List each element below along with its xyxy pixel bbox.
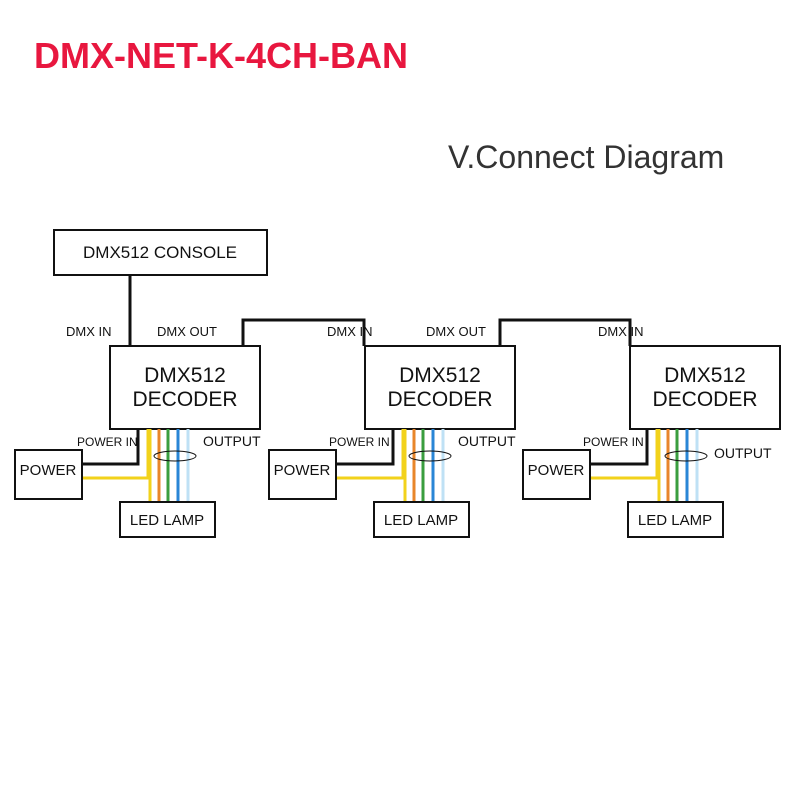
cable-bundle-mark [408, 450, 452, 462]
cable-bundle-mark [664, 450, 708, 462]
decoder-unit-2: DMX IN DMX OUT DMX512 DECODER POWER IN O… [268, 324, 516, 538]
power-wire-black [82, 429, 140, 466]
output-label: OUTPUT [458, 433, 516, 449]
cable-bundle-mark [153, 450, 197, 462]
power-label: POWER [20, 462, 77, 479]
decoder-name-line2: DECODER [132, 388, 237, 411]
decoder-box [364, 345, 516, 430]
decoder-name-line1: DMX512 [399, 364, 481, 387]
power-box [14, 449, 83, 500]
dmx-out-label: DMX OUT [426, 324, 486, 339]
dmx-out-label: DMX OUT [157, 324, 217, 339]
decoder-unit-1: DMX IN DMX OUT DMX512 DECODER POWER IN O… [14, 324, 261, 538]
dmx-console-label: DMX512 CONSOLE [83, 243, 237, 262]
output-wires [403, 429, 445, 502]
decoder-unit-3: DMX IN DMX512 DECODER POWER IN OUTPUT PO… [522, 324, 781, 538]
output-label: OUTPUT [714, 445, 772, 461]
dmx-in-label: DMX IN [598, 324, 644, 339]
power-box [268, 449, 337, 500]
decoder-name-line2: DECODER [387, 388, 492, 411]
dmx-in-label: DMX IN [327, 324, 373, 339]
led-lamp-label: LED LAMP [384, 512, 458, 529]
power-wire-black [590, 429, 649, 466]
led-lamp-box [373, 501, 470, 538]
power-box [522, 449, 591, 500]
led-lamp-label: LED LAMP [638, 512, 712, 529]
led-lamp-box [627, 501, 724, 538]
decoder-name-line2: DECODER [652, 388, 757, 411]
model-title: DMX-NET-K-4CH-BAN [34, 35, 408, 76]
power-label: POWER [528, 462, 585, 479]
dmx-in-label: DMX IN [66, 324, 112, 339]
decoder-box [109, 345, 261, 430]
power-in-label: POWER IN [77, 435, 138, 449]
decoder-name-line1: DMX512 [144, 364, 226, 387]
power-in-label: POWER IN [583, 435, 644, 449]
diagram-title: V.Connect Diagram [448, 139, 724, 175]
output-label: OUTPUT [203, 433, 261, 449]
led-lamp-box [119, 501, 216, 538]
output-wires [148, 429, 190, 502]
power-wire-yellow [82, 429, 150, 480]
power-wire-yellow [336, 429, 405, 480]
dmx-console-box [53, 229, 268, 276]
decoder-box [629, 345, 781, 430]
power-wire-yellow [590, 429, 659, 480]
dmx-chain-wires [128, 275, 632, 346]
power-label: POWER [274, 462, 331, 479]
power-in-label: POWER IN [329, 435, 390, 449]
led-lamp-label: LED LAMP [130, 512, 204, 529]
decoder-name-line1: DMX512 [664, 364, 746, 387]
power-wire-black [336, 429, 395, 466]
output-wires [657, 429, 699, 502]
